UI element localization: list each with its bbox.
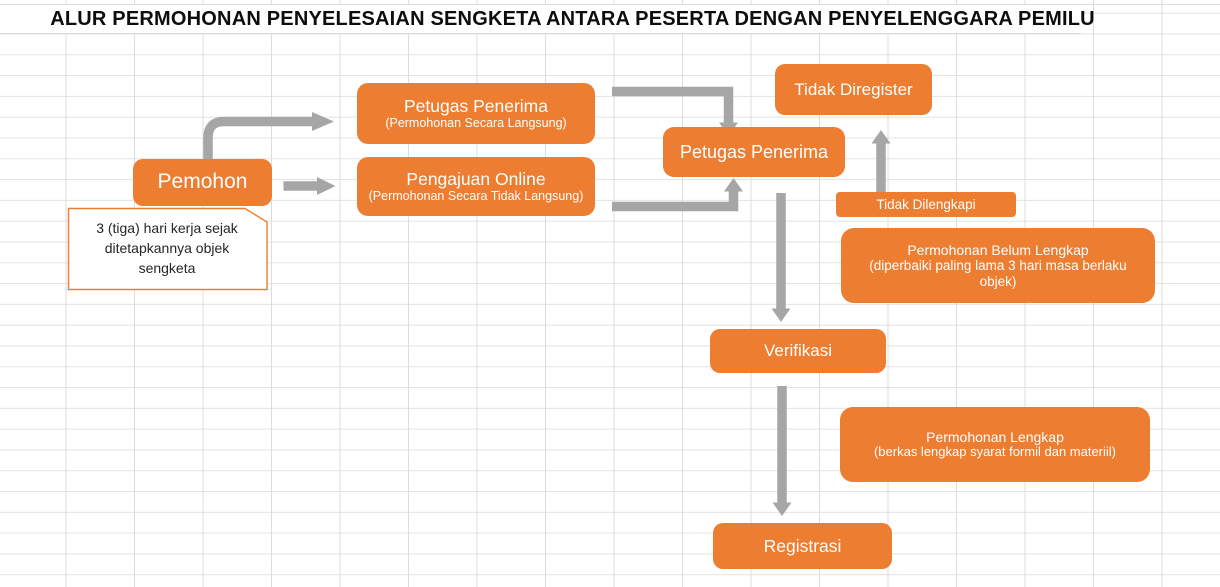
title-band: ALUR PERMOHONAN PENYELESAIAN SENGKETA AN…	[0, 5, 1095, 34]
node-tidak-diregister[interactable]: Tidak Diregister	[775, 64, 932, 115]
node-label: Permohonan Belum Lengkap	[907, 241, 1089, 258]
diagram-title: ALUR PERMOHONAN PENYELESAIAN SENGKETA AN…	[50, 7, 1095, 30]
node-verifikasi[interactable]: Verifikasi	[710, 329, 886, 373]
node-sublabel: (diperbaiki paling lama 3 hari masa berl…	[869, 258, 1127, 289]
arrow-verifikasi-to-registrasi[interactable]	[772, 386, 792, 516]
arrow-pemohon-to-pengajuan-online[interactable]	[283, 177, 336, 195]
node-label: Permohonan Lengkap	[926, 428, 1064, 445]
node-sublabel: (berkas lengkap syarat formil dan materi…	[873, 444, 1117, 460]
node-pengajuan-online[interactable]: Pengajuan Online (Permohonan Secara Tida…	[357, 157, 595, 216]
node-pemohon[interactable]: Pemohon	[133, 159, 272, 206]
grid-row-line	[0, 4, 1220, 5]
node-label: Pengajuan Online	[406, 169, 546, 190]
node-label: Verifikasi	[763, 341, 833, 361]
node-permohonan-lengkap[interactable]: Permohonan Lengkap (berkas lengkap syara…	[840, 407, 1150, 482]
arrow-pemohon-to-petugas-langsung[interactable]	[203, 112, 334, 160]
node-label: Tidak Diregister	[794, 79, 913, 99]
node-label: Tidak Dilengkapi	[876, 196, 976, 212]
node-petugas-penerima[interactable]: Petugas Penerima	[663, 127, 845, 177]
node-sublabel: (Permohonan Secara Langsung)	[385, 116, 567, 131]
node-sublabel: (Permohonan Secara Tidak Langsung)	[368, 189, 584, 204]
arrow-tidak-dilengkapi-to-tidak-diregister[interactable]	[871, 130, 891, 192]
node-label: Registrasi	[763, 535, 842, 556]
node-registrasi[interactable]: Registrasi	[713, 523, 892, 569]
arrow-petugas-penerima-to-verifikasi[interactable]	[771, 193, 791, 322]
arrow-pengajuan-online-to-petugas-penerima[interactable]	[612, 178, 743, 212]
node-tidak-dilengkapi[interactable]: Tidak Dilengkapi	[836, 192, 1016, 217]
node-label: Petugas Penerima	[679, 141, 829, 162]
node-petugas-penerima-langsung[interactable]: Petugas Penerima (Permohonan Secara Lang…	[357, 83, 595, 144]
node-label: Petugas Penerima	[404, 96, 548, 117]
node-permohonan-belum-lengkap[interactable]: Permohonan Belum Lengkap (diperbaiki pal…	[841, 228, 1155, 303]
callout-note: 3 (tiga) hari kerja sejak ditetapkannya …	[96, 220, 238, 276]
node-label: Pemohon	[157, 170, 248, 194]
